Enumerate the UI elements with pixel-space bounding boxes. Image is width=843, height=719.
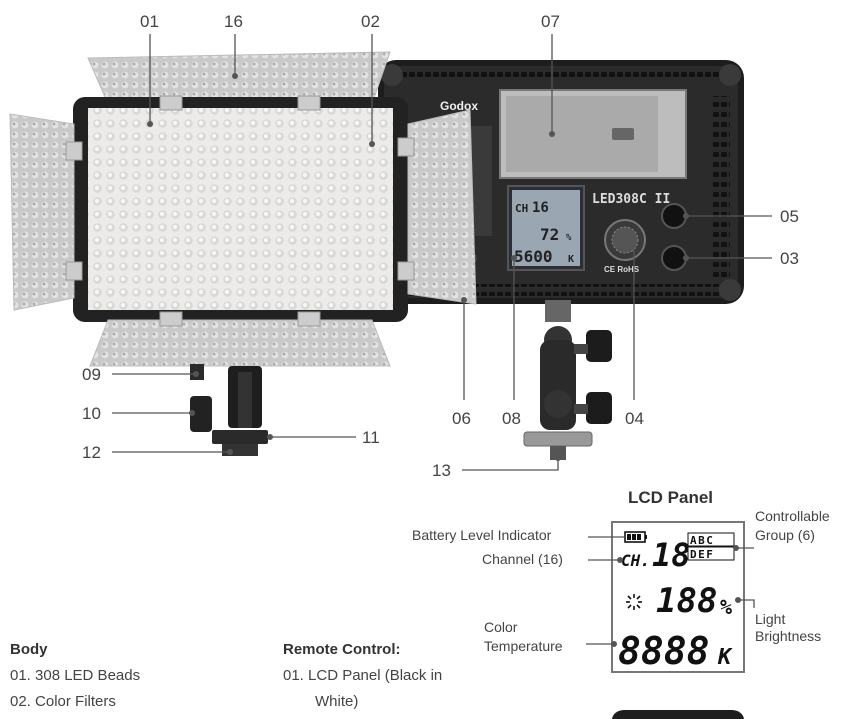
lcd-panel-detail: LCD Panel CH. 18 ABC DEF 188 % 8888 K <box>412 488 830 673</box>
callout-04: 04 <box>625 409 644 428</box>
callout-16: 16 <box>224 12 243 31</box>
hot-shoe-foot <box>222 444 258 456</box>
lcd-k: K <box>717 645 733 670</box>
corner-bumper <box>719 279 741 301</box>
remote-item-01: 01. LCD Panel (Black in <box>283 667 443 684</box>
lcd-channel-digits: 18 <box>652 536 691 574</box>
device-lcd-pct: % <box>566 233 572 243</box>
callout-09: 09 <box>82 365 101 384</box>
cert-marks: CE RoHS <box>604 265 640 274</box>
callout-10: 10 <box>82 404 101 423</box>
callout-07: 07 <box>541 12 560 31</box>
callout-11: 11 <box>362 428 380 447</box>
top-barndoor <box>87 51 391 105</box>
remote-top-edge <box>612 710 744 719</box>
remote-heading: Remote Control: <box>283 641 401 658</box>
brand-logo: Godox <box>440 99 478 113</box>
light-front-view <box>9 51 477 367</box>
lcd-panel-title: LCD Panel <box>628 488 713 507</box>
battery-level-label: Battery Level Indicator <box>412 527 552 543</box>
callout-06: 06 <box>452 409 471 428</box>
lcd-pct: % <box>720 595 732 619</box>
spec-label <box>470 126 492 236</box>
front-hotshoe-mount <box>190 364 268 456</box>
right-barndoor <box>407 109 477 305</box>
groups-def: DEF <box>690 548 714 561</box>
device-lcd-kelvin: 5600 <box>514 247 553 266</box>
remote-parts-list: Remote Control: 01. LCD Panel (Black in … <box>283 637 442 715</box>
body-parts-list: Body 01. 308 LED Beads 02. Color Filters <box>10 637 140 715</box>
callout-02: 02 <box>361 12 380 31</box>
left-barndoor <box>9 113 75 311</box>
body-item-02: 02. Color Filters <box>10 693 116 710</box>
channel-group-button[interactable] <box>661 203 687 229</box>
mount-screw-ring[interactable] <box>523 431 593 447</box>
lock-ring[interactable] <box>212 430 268 444</box>
lcd-kelvin-digits: 8888 <box>618 629 710 673</box>
bottom-vent <box>400 284 720 296</box>
led-beads-panel <box>88 108 393 310</box>
device-lcd-k: K <box>568 254 574 265</box>
model-name: LED308C II <box>592 192 670 207</box>
lcd-ch-label: CH. <box>621 551 650 570</box>
channel-label: Channel (16) <box>482 551 563 567</box>
body-item-01: 01. 308 LED Beads <box>10 667 141 684</box>
bottom-barndoor <box>89 319 391 367</box>
callout-08: 08 <box>502 409 521 428</box>
callout-05: 05 <box>780 207 799 226</box>
corner-bumper <box>381 64 403 86</box>
group-label-line1: Controllable <box>755 508 830 524</box>
quarter-inch-screw <box>550 446 566 460</box>
callout-12: 12 <box>82 443 101 462</box>
color-temp-label-line2: Temperature <box>484 638 563 654</box>
callout-13: 13 <box>432 461 451 480</box>
callout-03: 03 <box>780 249 799 268</box>
battery-latch <box>612 128 634 140</box>
top-vent <box>400 68 720 80</box>
side-vent <box>712 96 730 282</box>
lower-lock-knob[interactable] <box>586 392 612 424</box>
light-label-line1: Light <box>755 611 785 627</box>
tilt-knob[interactable] <box>190 396 212 432</box>
upper-lock-knob[interactable] <box>586 330 612 362</box>
lcd-brightness-digits: 188 <box>656 581 717 621</box>
groups-abc: ABC <box>690 534 714 547</box>
callout-leaders <box>112 34 772 471</box>
power-button[interactable] <box>661 245 687 271</box>
corner-bumper <box>719 64 741 86</box>
device-lcd-ch: CH <box>515 202 528 215</box>
group-label-line2: Group (6) <box>755 527 815 543</box>
body-heading: Body <box>10 641 48 658</box>
remote-item-01-cont: White) <box>315 693 359 710</box>
device-lcd-brightness: 72 <box>540 225 559 244</box>
callout-01: 01 <box>140 12 159 31</box>
group-indicators: ABC DEF <box>687 532 735 561</box>
color-temp-label-line1: Color <box>484 619 518 635</box>
device-lcd-channel: 16 <box>532 200 549 216</box>
light-label-line2: Brightness <box>755 628 821 644</box>
back-ball-mount <box>523 300 612 460</box>
brightness-burst-icon <box>626 594 642 610</box>
callout-numbers: 01 16 02 07 05 03 09 10 12 11 06 08 04 1… <box>82 12 799 480</box>
